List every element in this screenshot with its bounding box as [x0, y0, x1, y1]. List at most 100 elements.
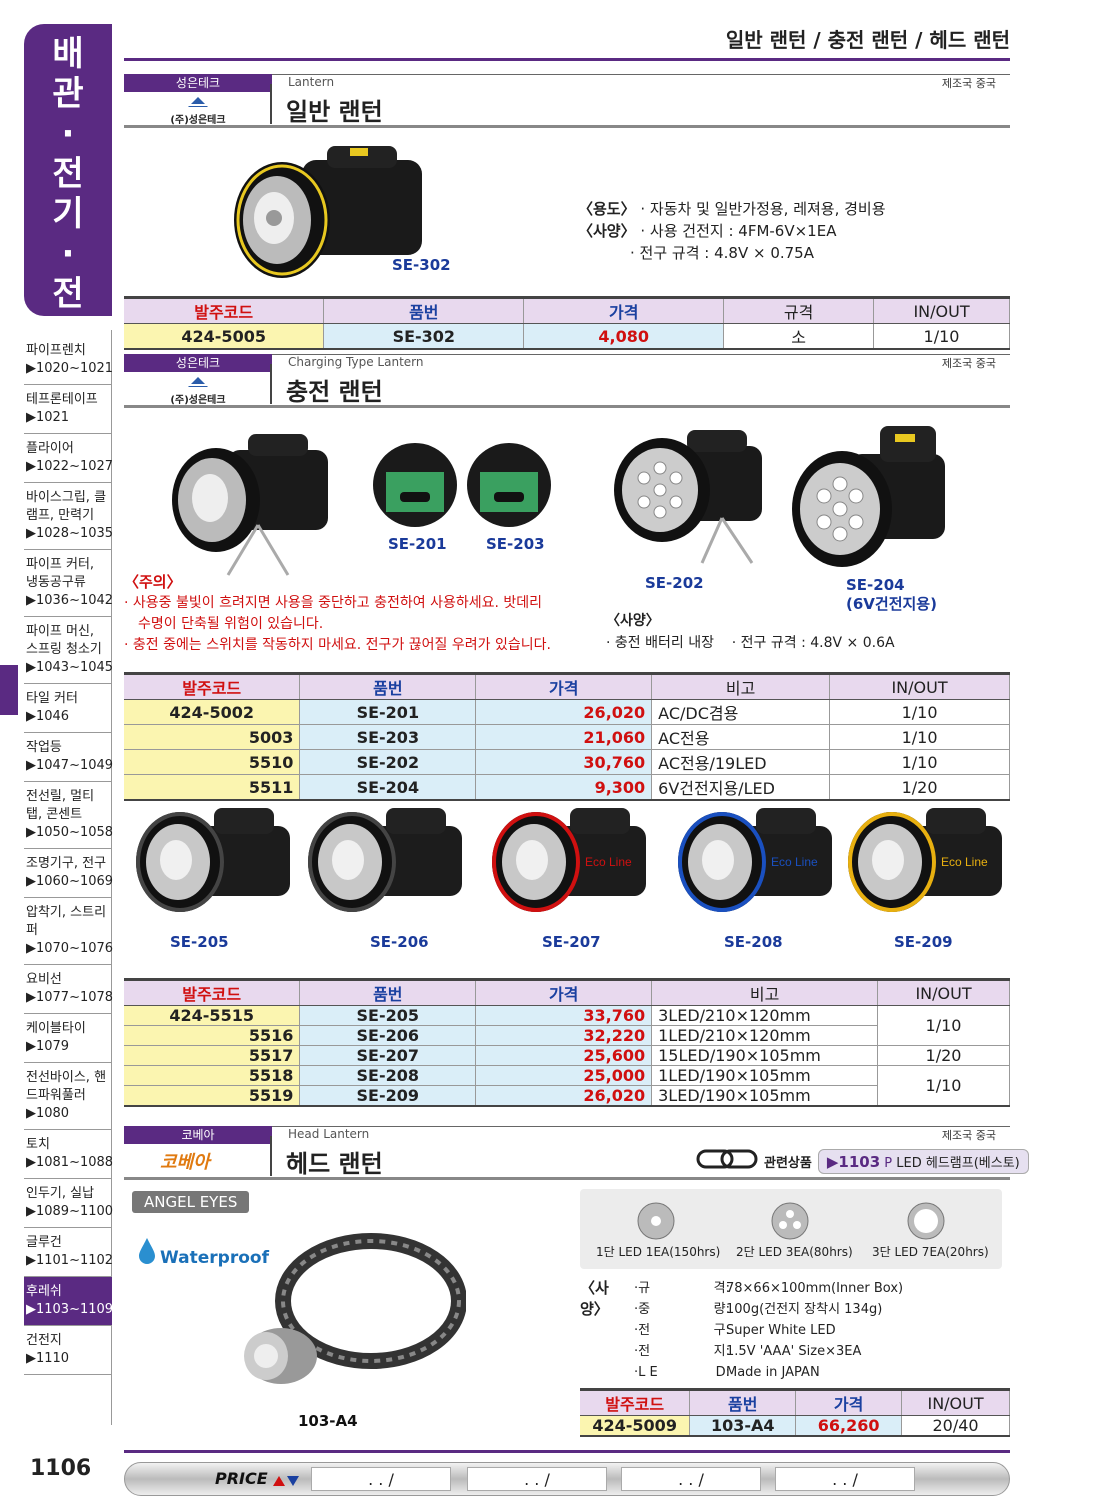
- price-footer-bar: PRICE . . / . . / . . / . . /: [124, 1462, 1010, 1496]
- sidebar-item-pages: ▶1079: [26, 1039, 70, 1054]
- waterproof-badge: Waterproof: [136, 1236, 269, 1268]
- model-caption: SE-201: [388, 535, 447, 553]
- lantern-se207-image: Eco Line: [490, 804, 650, 920]
- sidebar-item-pages: ▶1021: [26, 410, 70, 425]
- section-title: 헤드 랜턴: [286, 1150, 383, 1178]
- sidebar-item-pages: ▶1070~1076: [26, 941, 114, 956]
- led-mode3-icon: [906, 1201, 946, 1245]
- kovea-logo: 코베아: [160, 1152, 210, 1173]
- price-table-3: 발주코드 품번 가격 비고 IN/OUT 424-5515 SE-205 33,…: [124, 978, 1010, 1107]
- table-row[interactable]: 5003 SE-203 21,060 AC전용 1/10: [124, 724, 1010, 750]
- table-row[interactable]: 5517 SE-207 25,600 15LED/190×105mm 1/20: [124, 1045, 1010, 1066]
- model-caption: SE-202: [645, 574, 704, 592]
- section-divider: [270, 364, 272, 404]
- spec-block: 〈사양〉 · 충전 배터리 내장 · 전구 규격 : 4.8V × 0.6A: [606, 613, 895, 651]
- category-tab[interactable]: 배 관 · 전 기 · 전 자: [24, 24, 112, 354]
- price-date-field[interactable]: . . /: [621, 1467, 761, 1491]
- sidebar-item[interactable]: 플라이어 ▶1022~1027: [24, 434, 114, 483]
- sidebar-item[interactable]: 압착기, 스트리퍼▶1070~1076: [24, 898, 114, 965]
- sidebar-item[interactable]: 인두기, 실납▶1089~1100: [24, 1179, 113, 1228]
- sidebar-item-pages: ▶1050~1058: [26, 825, 114, 840]
- col-header: IN/OUT: [901, 1389, 1010, 1416]
- lantern-se204-image: [790, 424, 950, 578]
- table-row[interactable]: 424-5005 SE-302 4,080 소 1/10: [124, 323, 1010, 350]
- header-rule: [124, 58, 1010, 61]
- section-rule: [124, 125, 1010, 128]
- lantern-se208-image: Eco Line: [676, 804, 836, 920]
- manufacture-country: 제조국 중국: [941, 1129, 996, 1142]
- price-date-field[interactable]: . . /: [775, 1467, 915, 1491]
- sidebar-item-label: 인두기, 실납: [26, 1186, 95, 1201]
- led-mode2-icon: [770, 1201, 810, 1245]
- page-header: 일반 랜턴 / 충전 랜턴 / 헤드 랜턴: [725, 28, 1010, 52]
- bottom-rule: [124, 1450, 1010, 1453]
- section-eng-title: Head Lantern: [288, 1127, 370, 1141]
- brand-logo-text: (주)성은테크: [170, 395, 226, 406]
- model-subcaption: (6V건전지용): [846, 595, 937, 613]
- sidebar-item[interactable]: 파이프 커터, 냉동공구류▶1036~1042: [24, 550, 113, 617]
- sidebar-item[interactable]: 파이프렌치▶1020~1021: [24, 336, 113, 385]
- col-header: 가격: [475, 979, 653, 1006]
- sidebar-item-pages: ▶1101~1102: [26, 1253, 114, 1268]
- sidebar-item[interactable]: 파이프 머신, 스프링 청소기▶1043~1045: [24, 617, 114, 684]
- section-rule: [124, 1177, 1010, 1180]
- sidebar-item[interactable]: 조명기구, 전구▶1060~1069: [24, 849, 113, 898]
- sidebar-item[interactable]: 타일 커터▶1046: [24, 684, 112, 733]
- section-rule: [124, 354, 1010, 355]
- price-date-field[interactable]: . . /: [311, 1467, 451, 1491]
- side-marker: [0, 665, 18, 715]
- sidebar-item[interactable]: 테프론테이프 ▶1021: [24, 385, 112, 434]
- model-caption: SE-203: [486, 535, 545, 553]
- spec-block: 〈용도〉 · 자동차 및 일반가정용, 레져용, 경비용 〈사양〉 · 사용 건…: [578, 200, 886, 262]
- sidebar-item[interactable]: 케이블타이▶1079: [24, 1014, 112, 1063]
- table-row[interactable]: 5519 SE-209 26,020 3LED/190×105mm: [124, 1085, 1010, 1107]
- led-mode1-icon: [636, 1201, 676, 1245]
- col-header: 발주코드: [124, 979, 301, 1006]
- sidebar-item[interactable]: 후레쉬▶1103~1109: [24, 1277, 113, 1326]
- lantern-se201-image: [168, 430, 338, 584]
- sidebar-item[interactable]: 바이스그립, 클램프, 만력기▶1028~1035: [24, 483, 113, 550]
- page-number: 1106: [30, 1456, 92, 1481]
- sidebar-item[interactable]: 토치▶1081~1088: [24, 1130, 113, 1179]
- sidebar-item-pages: ▶1077~1078: [26, 990, 114, 1005]
- water-drop-icon: [136, 1236, 158, 1268]
- price-table-2: 발주코드 품번 가격 비고 IN/OUT 424-5002 SE-201 26,…: [124, 672, 1010, 801]
- table-row[interactable]: 5511 SE-204 9,300 6V건전지용/LED 1/20: [124, 774, 1010, 801]
- section-divider: [270, 1136, 272, 1176]
- table-row[interactable]: 5516 SE-206 32,220 1LED/210×120mm: [124, 1025, 1010, 1046]
- head-lantern-image: [236, 1226, 467, 1410]
- sidebar-item[interactable]: 요비선▶1077~1078: [24, 965, 114, 1014]
- model-caption: SE-207: [542, 933, 601, 951]
- sidebar-item[interactable]: 전선릴, 멀티탭, 콘센트▶1050~1058: [24, 782, 114, 849]
- col-header: IN/OUT: [829, 673, 1010, 700]
- col-header: 가격: [475, 673, 653, 700]
- sidebar-item-pages: ▶1022~1027: [26, 459, 114, 474]
- sidebar-item-label: 플라이어: [26, 441, 74, 456]
- sidebar-item[interactable]: 작업등▶1047~1049: [24, 733, 113, 782]
- sidebar-item[interactable]: 전선바이스, 핸드파워풀러▶1080: [24, 1063, 112, 1130]
- related-product[interactable]: 관련상품 ▶1103 P LED 헤드램프(베스토): [696, 1148, 1029, 1174]
- warning-block: 〈주의〉 · 사용중 불빛이 흐려지면 사용을 중단하고 충전하여 사용하세요.…: [124, 573, 551, 653]
- table-row[interactable]: 5518 SE-208 25,000 1LED/190×105mm 1/10: [124, 1065, 1010, 1107]
- sidebar-item-label: 테프론테이프: [26, 392, 98, 407]
- lantern-se206-image: [306, 804, 466, 920]
- brand-logo-text: (주)성은테크: [170, 115, 226, 126]
- sidebar-item[interactable]: 글루건▶1101~1102: [24, 1228, 114, 1277]
- model-caption: SE-302: [392, 256, 451, 274]
- sidebar-item-pages: ▶1046: [26, 709, 70, 724]
- table-row[interactable]: 424-5009 103-A4 66,260 20/40: [580, 1415, 1010, 1437]
- sidebar-item-label: 후레쉬: [26, 1284, 62, 1299]
- sidebar-item[interactable]: 건전지▶1110: [24, 1326, 112, 1375]
- led-mode3-label: 3단 LED 7EA(20hrs): [872, 1245, 989, 1259]
- table-row[interactable]: 424-5002 SE-201 26,020 AC/DC겸용 1/10: [124, 699, 1010, 725]
- sidebar-item-label: 바이스그립, 클램프, 만력기: [26, 490, 107, 523]
- section-eng-title: Lantern: [288, 75, 335, 89]
- related-link[interactable]: ▶1103 P LED 헤드램프(베스토): [817, 1148, 1029, 1174]
- section-rule: [124, 1126, 1010, 1127]
- table-row[interactable]: 424-5515 SE-205 33,760 3LED/210×120mm 1/…: [124, 1005, 1010, 1046]
- sidebar-item-pages: ▶1043~1045: [26, 660, 114, 675]
- lantern-se209-image: Eco Line: [846, 804, 1006, 920]
- lantern-se205-image: [134, 804, 294, 920]
- price-date-field[interactable]: . . /: [467, 1467, 607, 1491]
- table-row[interactable]: 5510 SE-202 30,760 AC전용/19LED 1/10: [124, 749, 1010, 775]
